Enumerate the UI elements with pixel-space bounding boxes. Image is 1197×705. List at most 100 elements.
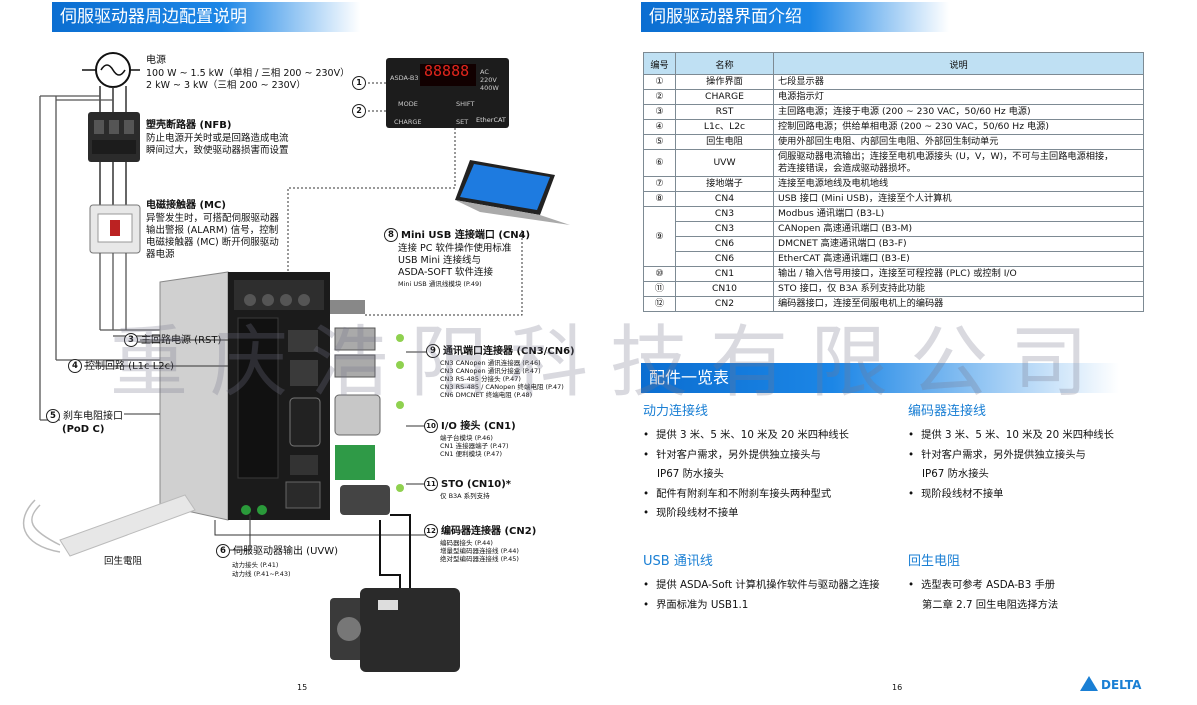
callout-8-label: Mini USB 连接端口 (CN4)	[401, 230, 531, 241]
right-page-title: 伺服驱动器界面介绍	[641, 2, 949, 32]
col-header-no: 编号	[643, 52, 676, 75]
list-item: 针对客户需求，另外提供独立接头与	[908, 446, 1114, 466]
list-item: 选型表可参考 ASDA-B3 手册	[908, 576, 1058, 596]
power-cable-title: 动力连接线	[643, 404, 709, 419]
row-name: CN10	[675, 281, 774, 297]
row-name: RST	[675, 104, 774, 120]
callout-12-label: 编码器连接器 (CN2)	[441, 526, 537, 537]
row-number: ①	[643, 74, 676, 90]
list-item: 界面标准为 USB1.1	[643, 596, 880, 616]
callout-5-num: 5	[46, 409, 60, 423]
accessories-title: 配件一览表	[641, 363, 1119, 393]
left-page-title: 伺服驱动器周边配置说明	[52, 2, 360, 32]
row-desc: 连接至电源地线及电机地线	[773, 176, 1144, 192]
callout-9-sub: CN3 RS-485 / CANopen 终端电阻 (P.47)	[440, 383, 564, 391]
list-item: 针对客户需求，另外提供独立接头与	[643, 446, 849, 466]
usb-cable-title: USB 通讯线	[643, 554, 713, 569]
power-label: 电源	[146, 55, 166, 66]
encoder-cable-list: 提供 3 米、5 米、10 米及 20 米四种线长 针对客户需求，另外提供独立接…	[908, 426, 1114, 504]
row-name: CN6	[675, 236, 774, 252]
row-number: ⑦	[643, 176, 676, 192]
delta-logo-text: DELTA	[1101, 678, 1142, 692]
callout-10-sub: 端子台模块 (P.46)	[440, 434, 493, 442]
callout-11-num: 11	[424, 477, 438, 491]
row-name: 操作界面	[675, 74, 774, 90]
row-number: ③	[643, 104, 676, 120]
row-desc: 电源指示灯	[773, 89, 1144, 105]
panel-digits: 88888	[424, 62, 470, 80]
callout-12-num: 12	[424, 524, 438, 538]
callout-12-sub: 增量型编码器连接线 (P.44)	[440, 547, 519, 555]
callout-10-num: 10	[424, 419, 438, 433]
row-desc-line: 若连接错误，会造成驱动器损坏。	[778, 163, 916, 174]
panel-brand: EtherCAT	[476, 116, 506, 124]
callout-4-num: 4	[68, 359, 82, 373]
callout-12-sub: 编码器接头 (P.44)	[440, 539, 493, 547]
mc-line: 电磁接触器 (MC) 断开伺服驱动	[146, 237, 279, 248]
row-number: ④	[643, 119, 676, 135]
list-item: 提供 3 米、5 米、10 米及 20 米四种线长	[643, 426, 849, 446]
row-name: CN6	[675, 251, 774, 267]
panel-rating: AC 220V 400W	[480, 68, 499, 92]
panel-shift-label: SHIFT	[456, 100, 475, 108]
list-item: 现阶段线材不接单	[908, 485, 1114, 505]
callout-9-sub: CN6 DMCNET 终端电阻 (P.48)	[440, 391, 533, 399]
row-desc: 编码器接口，连接至伺服电机上的编码器	[773, 296, 1144, 312]
list-item: 提供 3 米、5 米、10 米及 20 米四种线长	[908, 426, 1114, 446]
callout-5-label: 刹车电阻接口	[63, 411, 123, 422]
row-number: ⑧	[643, 191, 676, 207]
callout-5-sub: (PoD C)	[62, 424, 105, 435]
row-name: CHARGE	[675, 89, 774, 105]
callout-2: 2	[352, 104, 369, 118]
callout-8-line: ASDA-SOFT 软件连接	[398, 267, 494, 278]
panel-model: ASDA-B3	[390, 74, 419, 82]
callout-9-sub: CN3 RS-485 分接头 (P.47)	[440, 375, 521, 383]
panel-mode-label: MODE	[398, 100, 418, 108]
row-number: ⑤	[643, 134, 676, 150]
mc-line: 异警发生时，可搭配伺服驱动器	[146, 213, 280, 224]
callout-10-label: I/O 接头 (CN1)	[441, 421, 516, 432]
row-desc: STO 接口，仅 B3A 系列支持此功能	[773, 281, 1144, 297]
col-header-name: 名称	[675, 52, 774, 75]
callout-3-num: 3	[124, 333, 138, 347]
list-item: IP67 防水接头	[922, 468, 989, 480]
row-number: ⑥	[643, 149, 676, 177]
row-name: CN1	[675, 266, 774, 282]
row-desc: DMCNET 高速通讯端口 (B3-F)	[773, 236, 1144, 252]
callout-9-label: 通讯端口连接器 (CN3/CN6)	[443, 346, 575, 357]
nfb-title: 塑壳断路器 (NFB)	[146, 120, 232, 131]
callout-4-label: 控制回路 (L1c L2c)	[85, 361, 175, 372]
row-desc-line: 伺服驱动器电流输出；连接至电机电源接头 (U，V，W)，不可与主回路电源相接，	[778, 151, 1114, 162]
callout-1: 1	[352, 76, 369, 90]
callout-9-num: 9	[426, 344, 440, 358]
row-number: ②	[643, 89, 676, 105]
right-page-number: 16	[892, 683, 903, 692]
encoder-cable-title: 编码器连接线	[908, 404, 987, 419]
row-number: ⑫	[643, 296, 676, 312]
regen-list: 选型表可参考 ASDA-B3 手册 第二章 2.7 回生电阻选择方法	[908, 576, 1058, 615]
callout-6-num: 6	[216, 544, 230, 558]
row-name: 接地端子	[675, 176, 774, 192]
row-number: ⑪	[643, 281, 676, 297]
power-cable-list: 提供 3 米、5 米、10 米及 20 米四种线长 针对客户需求，另外提供独立接…	[643, 426, 849, 524]
callout-11-sub: 仅 B3A 系列支持	[440, 492, 490, 500]
row-name: CN4	[675, 191, 774, 207]
mc-title: 电磁接触器 (MC)	[146, 200, 226, 211]
